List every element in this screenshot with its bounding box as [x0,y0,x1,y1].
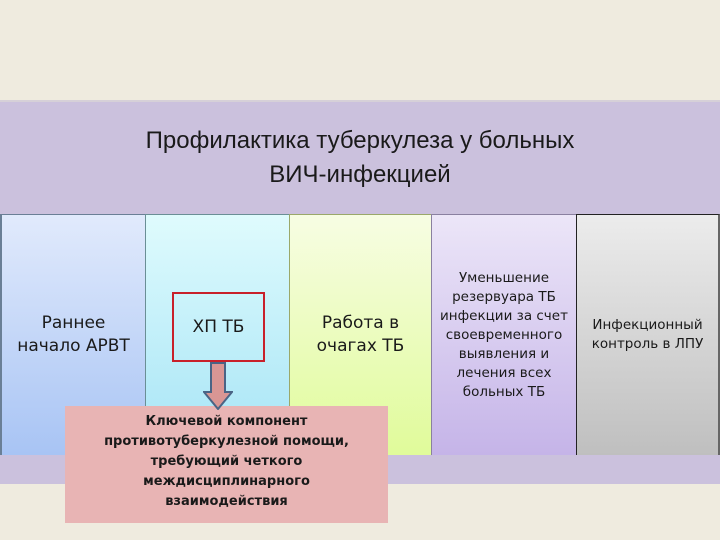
slide-title: Профилактика туберкулеза у больных ВИЧ-и… [0,124,720,192]
column-reservoir-reduction: Уменьшение резервуара ТБ инфекции за сче… [431,214,576,455]
column-text: своевременного [445,326,563,343]
column-text: контроль в ЛПУ [591,336,704,352]
callout-text: взаимодействия [165,494,288,509]
callout-box: Ключевой компонент противотуберкулезной … [65,406,388,523]
column-text: начало АРВТ [17,336,130,356]
title-line-1: Профилактика туберкулеза у больных [145,127,575,154]
chp-tb-highlight-box: ХП ТБ [172,292,265,362]
down-arrow-icon [203,362,233,410]
callout-text: требующий четкого [150,454,303,469]
column-infection-control: Инфекционный контроль в ЛПУ [576,214,720,455]
column-text: больных ТБ [462,383,546,400]
column-text: Раннее [41,313,106,333]
column-text: Работа в [321,313,400,333]
callout-text: Ключевой компонент [145,414,308,429]
column-text: инфекции за счет [440,307,568,324]
column-text: лечения всех [456,364,552,381]
column-text: Уменьшение [458,269,550,286]
column-text: резервуара ТБ [452,288,556,305]
callout-text: противотуберкулезной помощи, [104,434,349,449]
column-text: ХП ТБ [192,317,245,337]
title-line-2: ВИЧ-инфекцией [269,161,451,188]
column-text: выявления и [458,345,550,362]
column-text: очагах ТБ [316,336,405,356]
column-text: Инфекционный [592,317,703,333]
callout-text: междисциплинарного [143,474,310,489]
